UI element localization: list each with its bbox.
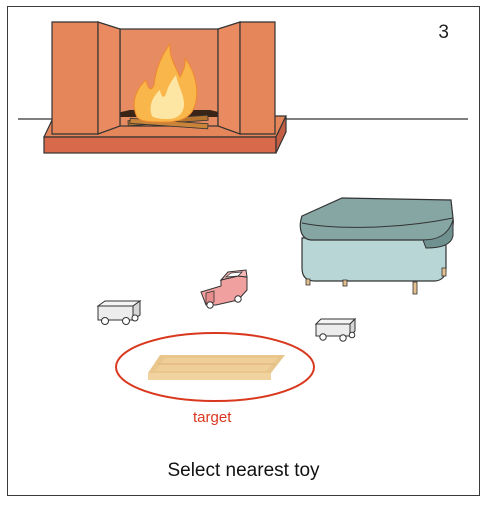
toy-truck-right[interactable] [314, 317, 357, 342]
truck-icon [96, 300, 142, 325]
ottoman [299, 197, 454, 295]
toy-truck-left[interactable] [96, 300, 142, 325]
fire-icon [133, 42, 198, 123]
target-zone[interactable] [115, 332, 315, 402]
level-number: 3 [438, 22, 449, 43]
target-label: target [193, 409, 232, 426]
toy-car-red[interactable] [200, 269, 248, 309]
car-icon [200, 269, 248, 309]
instruction-text: Select nearest toy [167, 460, 320, 481]
truck-icon [314, 317, 357, 342]
